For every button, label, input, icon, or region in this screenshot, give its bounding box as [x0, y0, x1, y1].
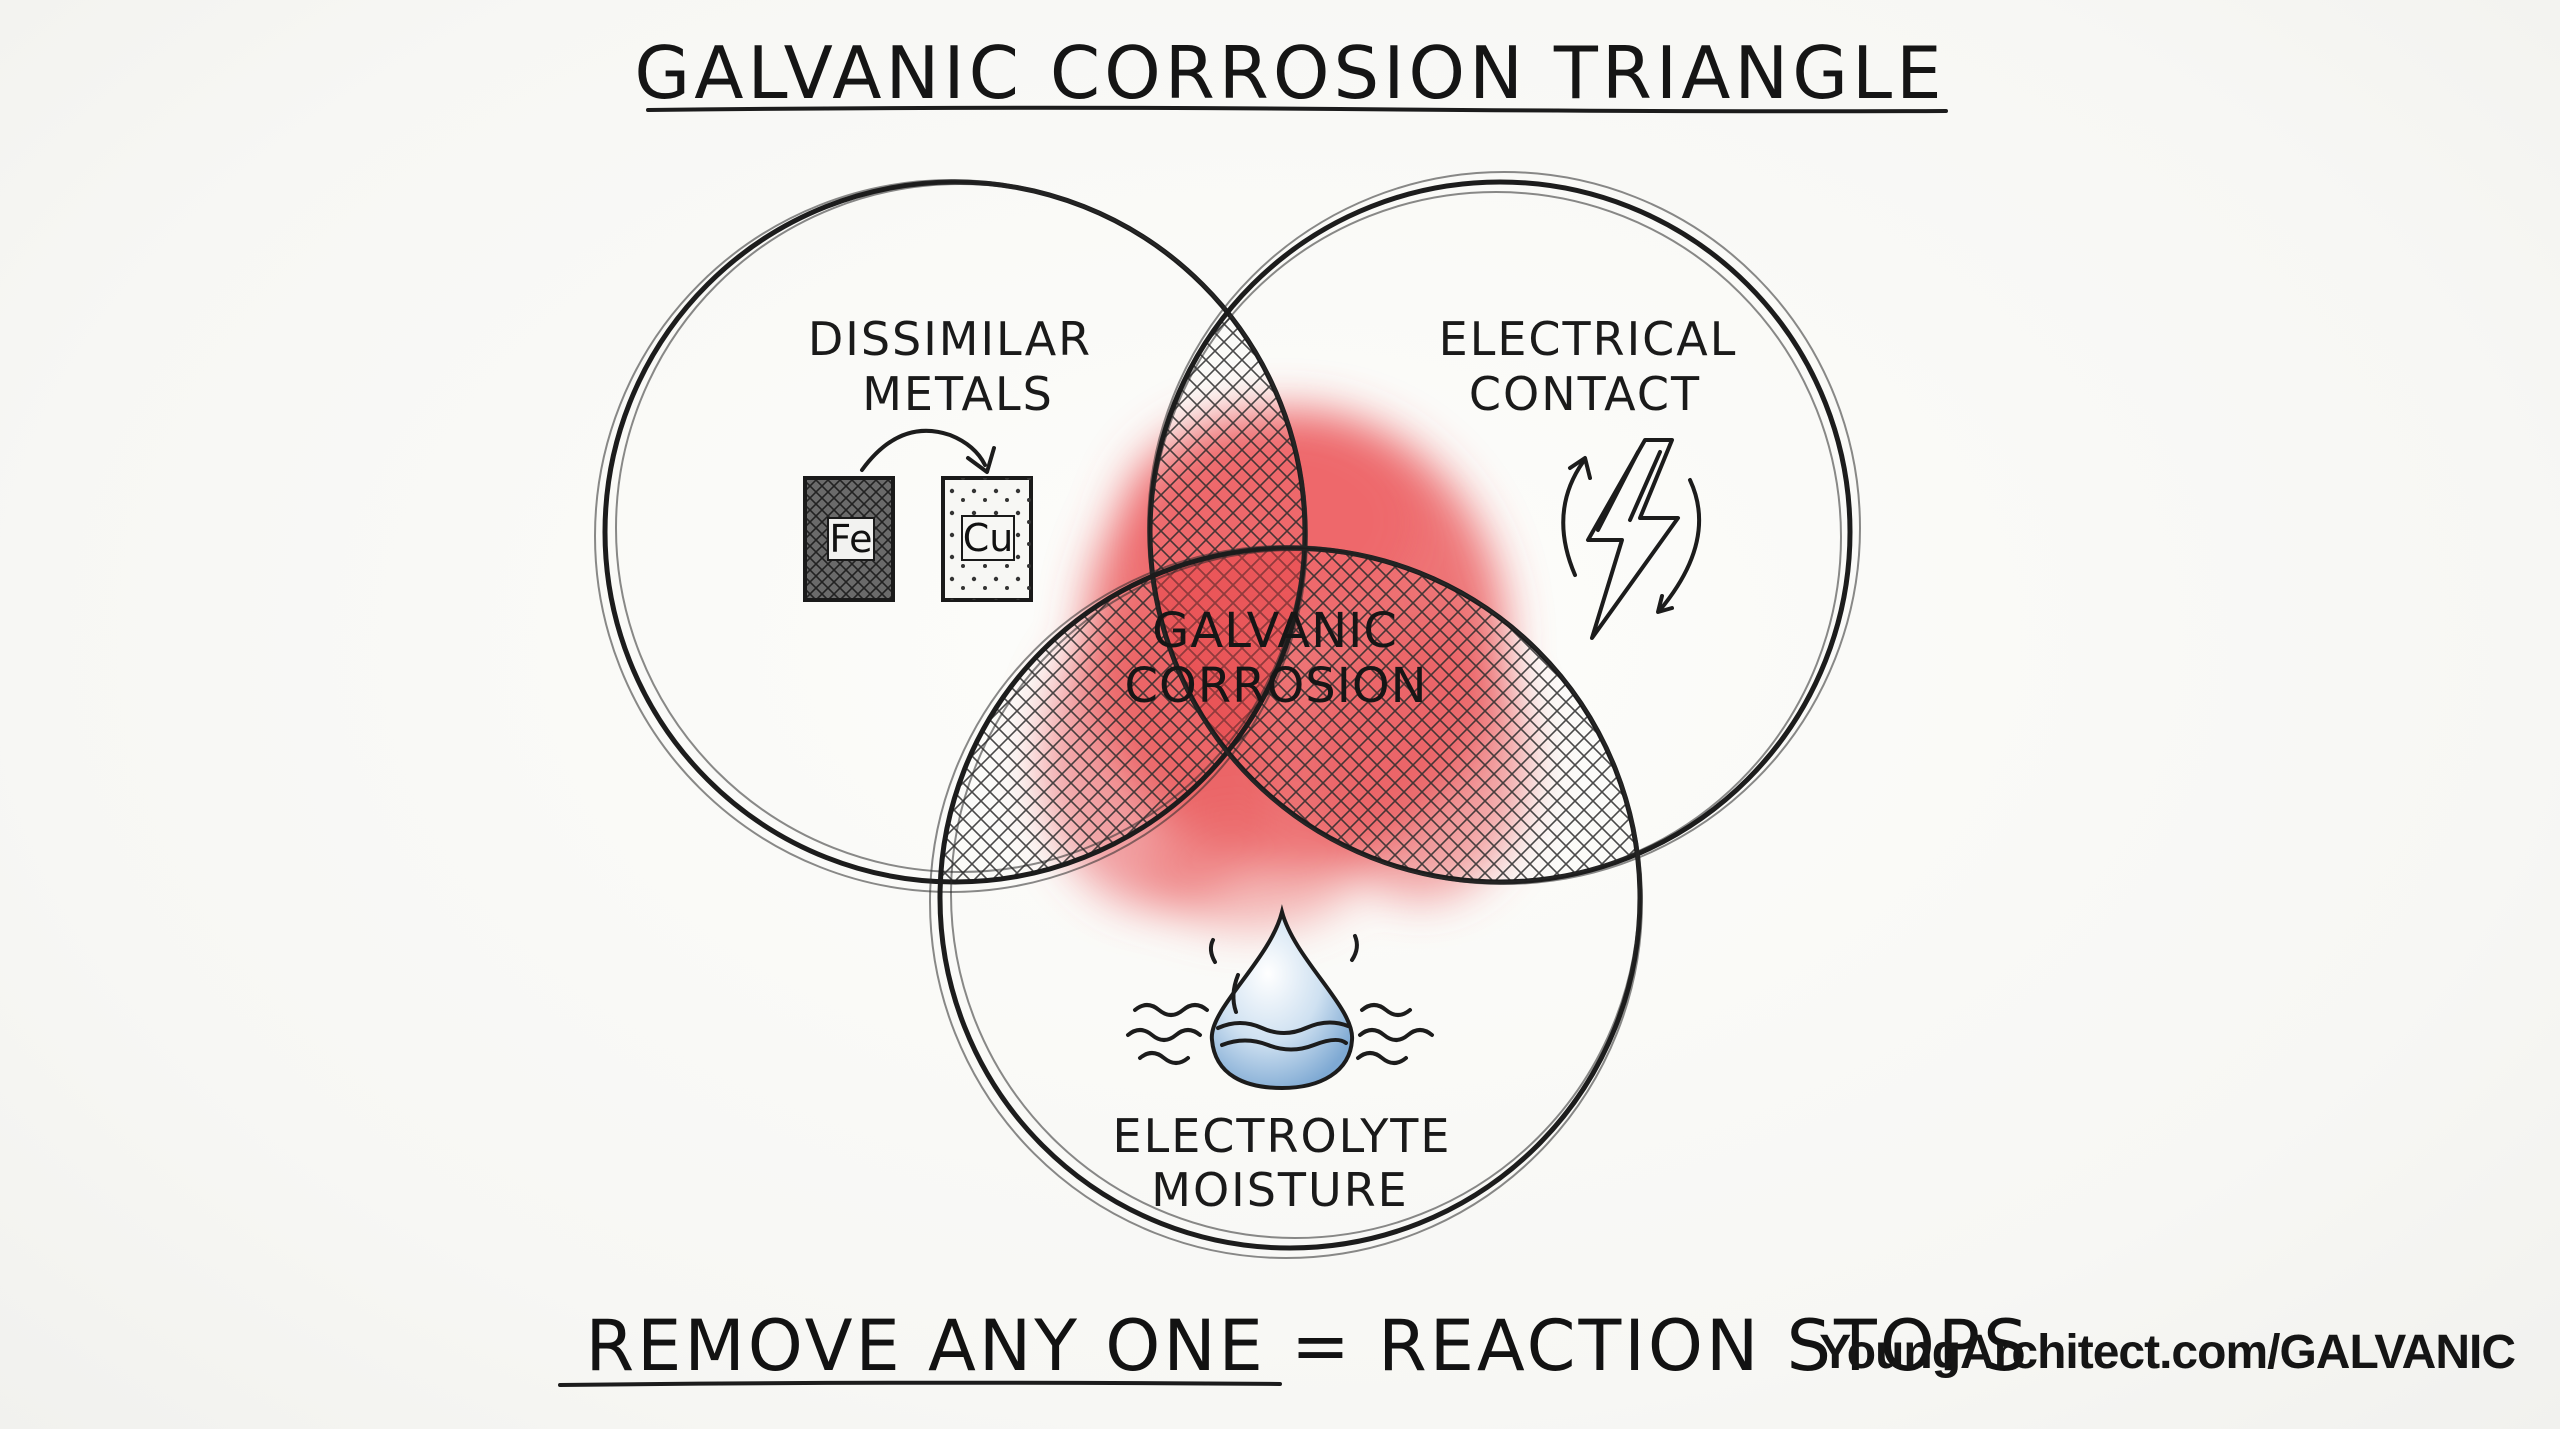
cu-label: Cu: [963, 516, 1014, 560]
arc-right: [1658, 478, 1702, 612]
fe-label: Fe: [829, 517, 872, 561]
fe-label-box: [827, 517, 875, 561]
circle-electrical-contact: [1147, 171, 1861, 885]
intersection-hatch-right: [1150, 548, 1640, 882]
title-underline: [646, 105, 1948, 114]
label-dissimilar-metals: DISSIMILAR METALS: [808, 312, 1092, 421]
transfer-arrow: [860, 428, 987, 472]
lightning-bolt-icon: [1561, 438, 1702, 640]
label-line1: ELECTRICAL: [1439, 312, 1738, 366]
tagline-underline: [558, 1380, 1282, 1387]
arc-right-head: [1656, 594, 1674, 614]
source-url: YoungArchitect.com/GALVANIC: [1819, 1326, 2515, 1379]
tagline: REMOVE ANY ONE = REACTION STOPS: [558, 1305, 2030, 1387]
label-electrolyte-moisture: ELECTROLYTE MOISTURE: [1113, 1109, 1452, 1217]
title-text: GALVANIC CORROSION TRIANGLE: [634, 31, 1945, 115]
label-line2: METALS: [862, 367, 1054, 421]
tagline-text: REMOVE ANY ONE = REACTION STOPS: [585, 1305, 2030, 1387]
center-label: GALVANIC CORROSION: [1124, 603, 1427, 714]
label-line2: CONTACT: [1469, 367, 1701, 421]
label-line2: MOISTURE: [1151, 1163, 1408, 1217]
arc-left: [1561, 460, 1585, 577]
intersection-hatch-left: [940, 548, 1305, 882]
page-title: GALVANIC CORROSION TRIANGLE: [634, 31, 1948, 115]
water-drop-icon: [1126, 904, 1434, 1091]
label-line1: ELECTROLYTE: [1113, 1109, 1452, 1163]
center-line2: CORROSION: [1124, 658, 1427, 714]
center-line1: GALVANIC: [1152, 603, 1398, 659]
label-electrical-contact: ELECTRICAL CONTACT: [1439, 312, 1738, 421]
circle-electrolyte-moisture: [929, 545, 1643, 1259]
cu-label-box: [961, 515, 1015, 561]
transfer-arrowhead: [966, 446, 996, 474]
metal-blocks-arrow-icon: Fe Cu: [803, 428, 1033, 602]
arc-left-head: [1568, 456, 1592, 480]
label-line1: DISSIMILAR: [808, 312, 1092, 366]
